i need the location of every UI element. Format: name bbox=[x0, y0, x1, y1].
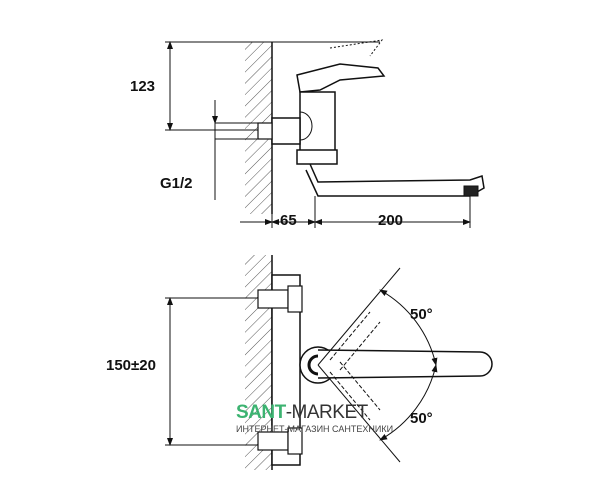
watermark-tagline: ИНТЕРНЕТ-МАГАЗИН САНТЕХНИКИ bbox=[236, 424, 394, 434]
watermark-logo: SANT-MARKET bbox=[236, 402, 368, 424]
watermark-brand-part2: -MARKET bbox=[285, 402, 369, 423]
spout-length-label: 200 bbox=[378, 212, 404, 229]
wall-offset-label: 65 bbox=[280, 212, 297, 229]
angle-lower-label: 50° bbox=[410, 410, 433, 427]
inlet-spacing-label: 150±20 bbox=[106, 357, 156, 374]
thread-size-label: G1/2 bbox=[160, 175, 193, 192]
angle-upper-label: 50° bbox=[410, 306, 433, 323]
height-dimension-label: 123 bbox=[130, 78, 156, 95]
watermark-brand-part1: SANT bbox=[236, 402, 286, 423]
